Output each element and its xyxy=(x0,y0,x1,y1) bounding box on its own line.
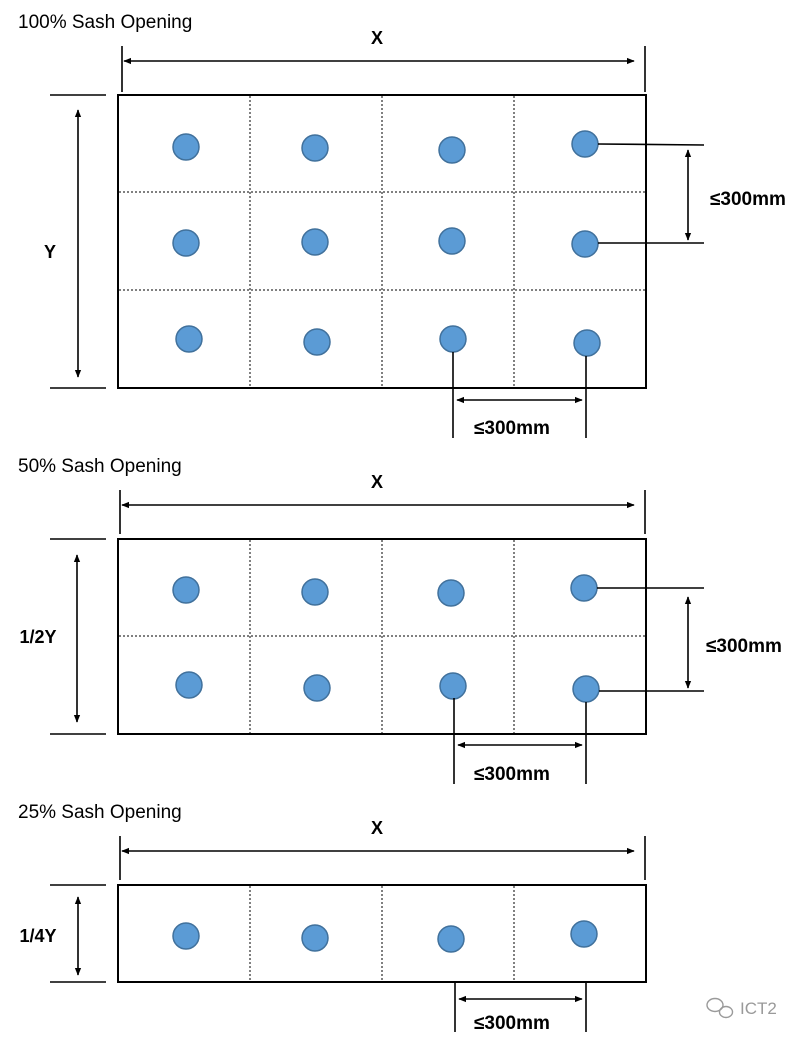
measurement-point xyxy=(572,675,600,703)
spacing-extension-line xyxy=(597,143,705,146)
measurement-point xyxy=(438,227,466,255)
horizontal-spacing-label: ≤300mm xyxy=(474,764,550,785)
sash-box xyxy=(117,94,647,389)
sash-box xyxy=(117,538,647,735)
measurement-point xyxy=(439,672,467,700)
vertical-spacing-label: ≤300mm xyxy=(710,189,786,210)
measurement-point xyxy=(573,329,601,357)
measurement-point xyxy=(571,230,599,258)
vertical-spacing-label: ≤300mm xyxy=(706,636,782,657)
section-title: 100% Sash Opening xyxy=(18,12,192,33)
x-dimension-label: X xyxy=(371,818,383,838)
sash-box xyxy=(117,884,647,983)
measurement-point xyxy=(303,674,331,702)
section-title: 25% Sash Opening xyxy=(18,802,182,823)
section-title: 50% Sash Opening xyxy=(18,456,182,477)
measurement-point xyxy=(570,574,598,602)
x-dimension-label: X xyxy=(371,28,383,48)
measurement-point xyxy=(175,671,203,699)
measurement-point xyxy=(438,136,466,164)
measurement-point xyxy=(172,922,200,950)
y-dimension-label: 1/2Y xyxy=(19,627,56,647)
measurement-point xyxy=(301,134,329,162)
horizontal-spacing-label: ≤300mm xyxy=(474,418,550,439)
measurement-point xyxy=(172,133,200,161)
measurement-point xyxy=(437,925,465,953)
horizontal-spacing-label: ≤300mm xyxy=(474,1013,550,1034)
measurement-point xyxy=(570,920,598,948)
measurement-point xyxy=(172,229,200,257)
watermark: ICT2 xyxy=(706,997,777,1019)
watermark-text: ICT2 xyxy=(740,999,777,1018)
section-50-percent: 50% Sash Opening X 1/2Y ≤300mm ≤300mm xyxy=(18,456,782,785)
measurement-point xyxy=(571,130,599,158)
x-dimension-label: X xyxy=(371,472,383,492)
section-100-percent: 100% Sash Opening X Y ≤ xyxy=(18,12,786,439)
y-dimension-label: Y xyxy=(44,242,56,262)
measurement-point xyxy=(175,325,203,353)
measurement-point xyxy=(303,328,331,356)
section-25-percent: 25% Sash Opening X 1/4Y ≤300mm xyxy=(18,802,647,1034)
chat-bubble-icon xyxy=(706,997,734,1019)
measurement-point xyxy=(301,578,329,606)
measurement-point xyxy=(439,325,467,353)
y-dimension-label: 1/4Y xyxy=(19,926,56,946)
measurement-point xyxy=(437,579,465,607)
measurement-point xyxy=(301,228,329,256)
measurement-point xyxy=(172,576,200,604)
measurement-point xyxy=(301,924,329,952)
